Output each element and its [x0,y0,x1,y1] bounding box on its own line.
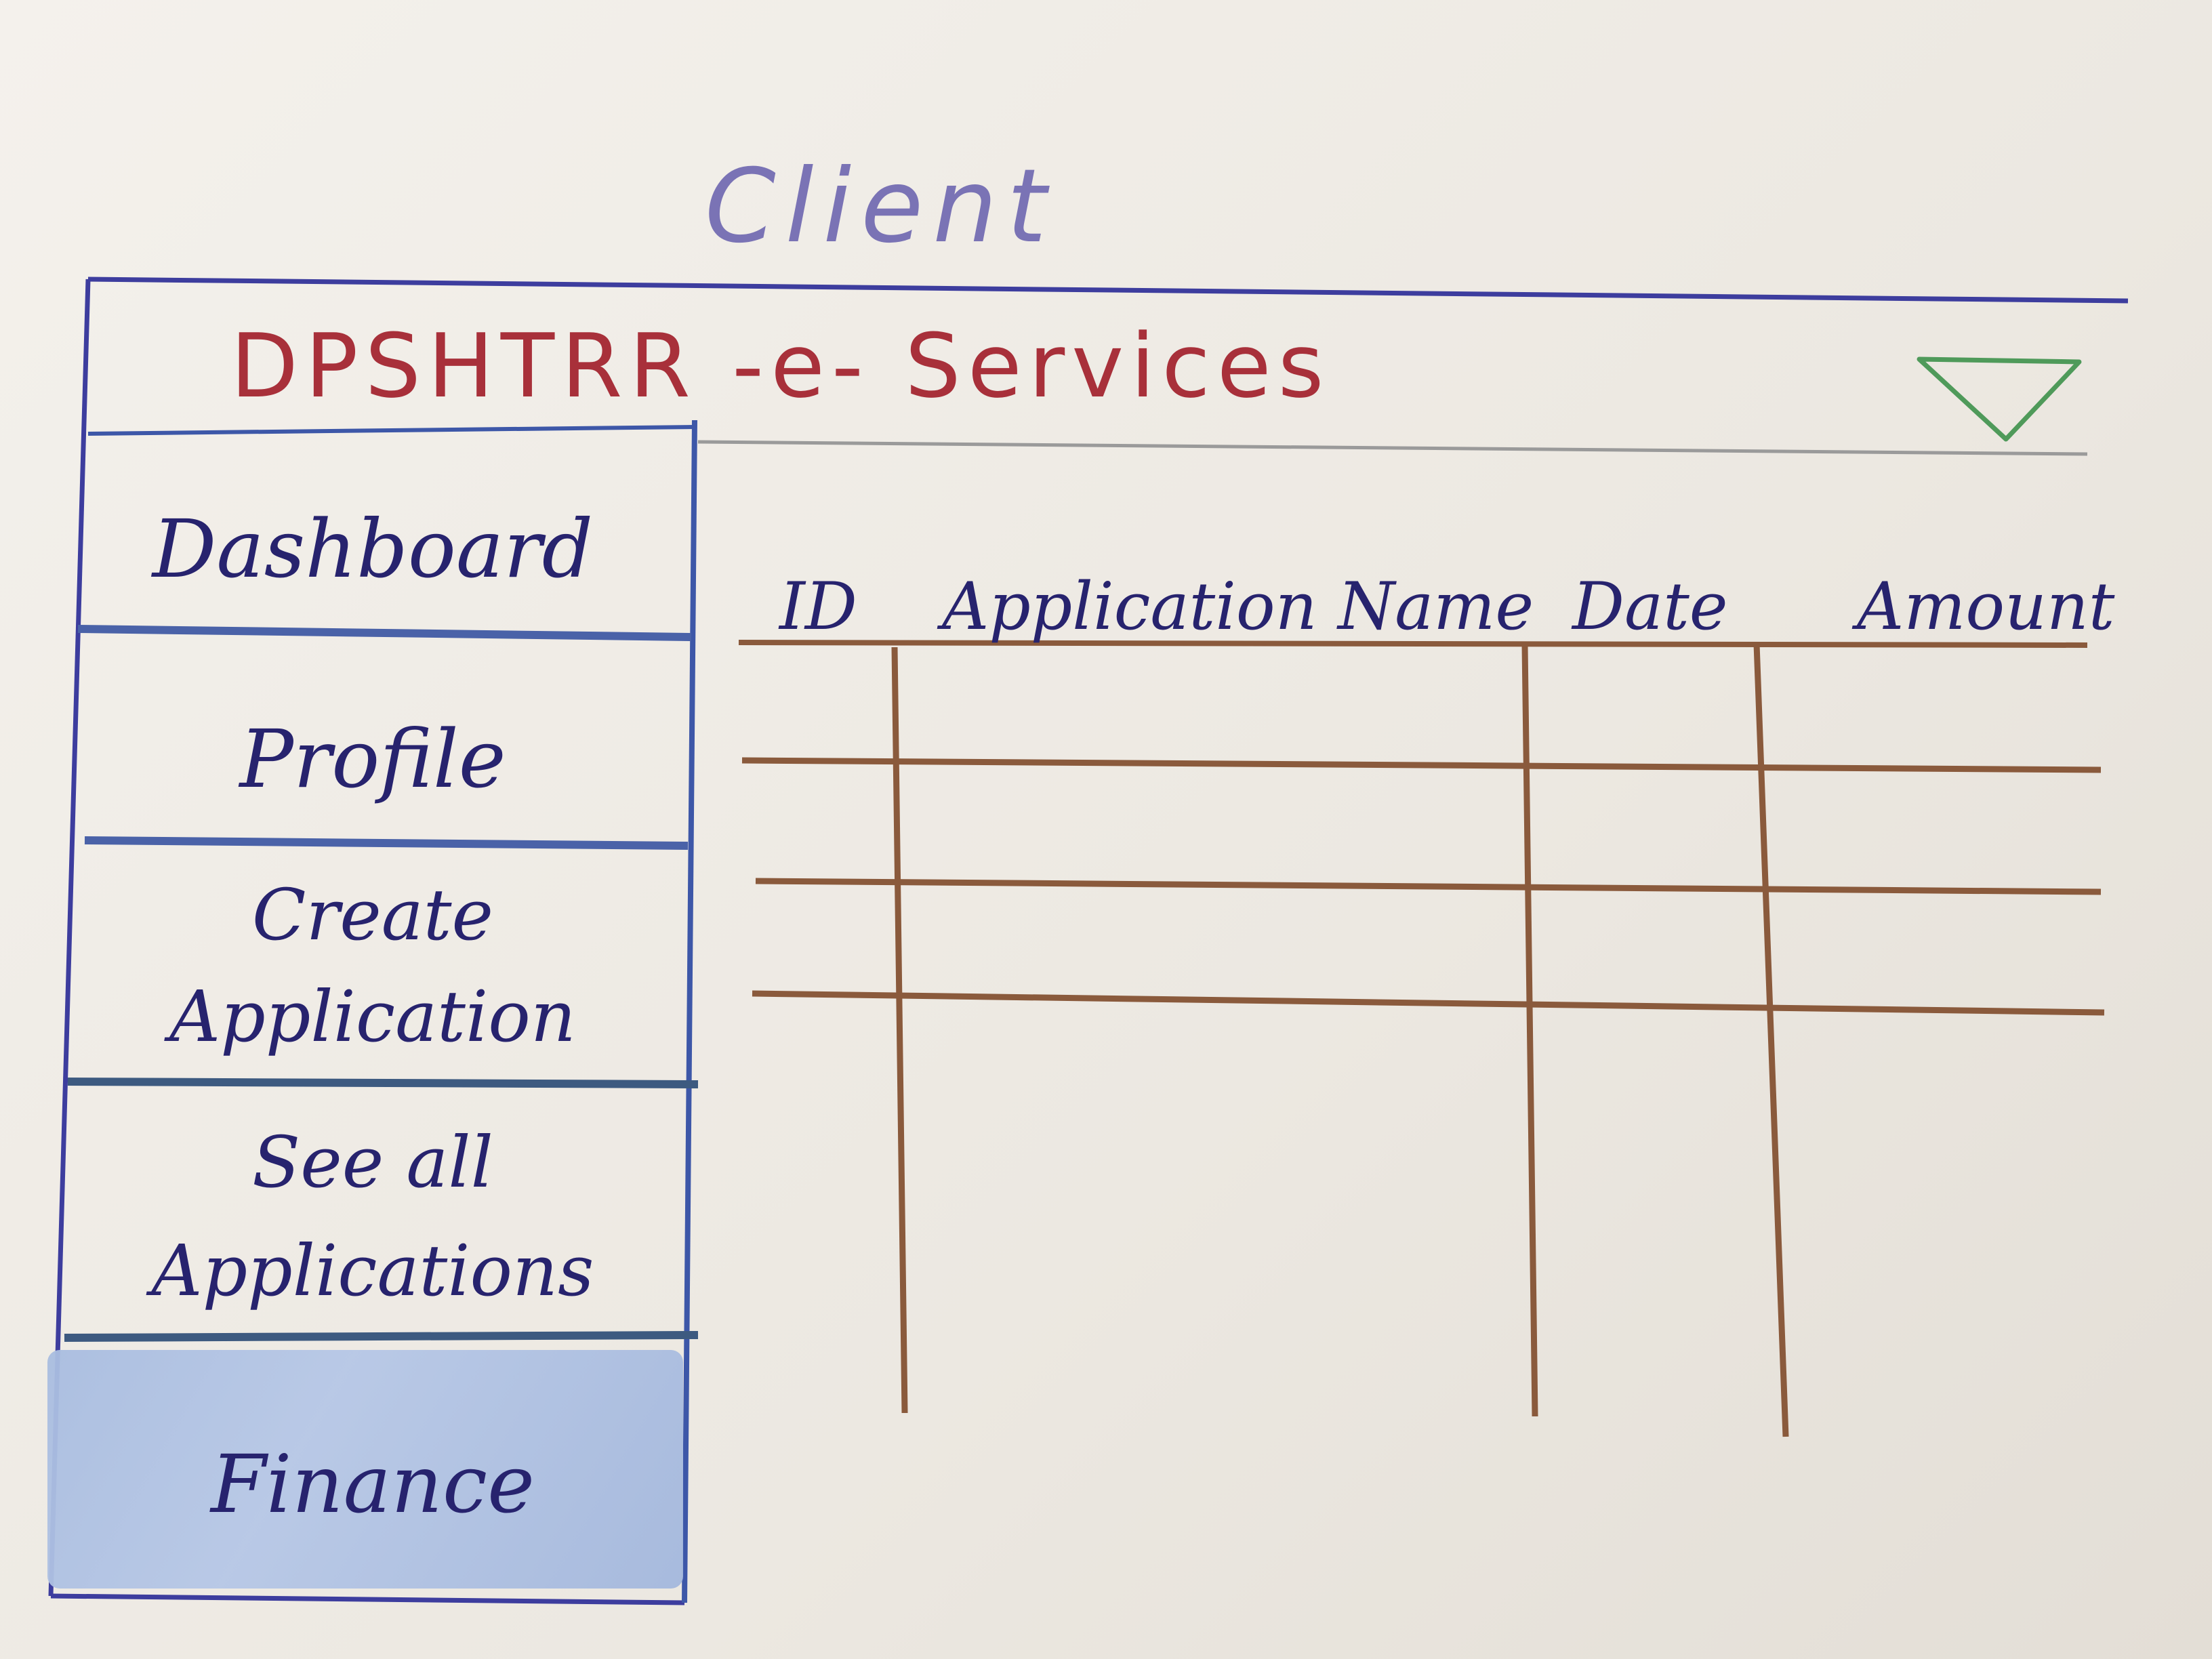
sidebar-item-create-application[interactable]: Create Application [54,857,691,1074]
table-col-line [1753,643,1789,1437]
app-title: DPSHTRR -e- Services [230,314,1331,417]
nav-separator [84,836,689,850]
column-header-date[interactable]: Date [1572,569,1728,644]
table-row-line [741,757,2102,773]
table-header-line [738,640,2088,648]
nav-separator [67,1078,699,1088]
page-title: Client [705,148,1057,266]
frame-bottom-border [50,1593,685,1605]
table-col-line [1521,644,1538,1417]
active-nav-highlight [47,1350,683,1589]
sidebar-item-label: See all Applications [151,1121,594,1312]
table-row-line [755,878,2102,895]
sidebar-item-profile[interactable]: Profile [54,678,691,840]
table-col-line [891,647,908,1414]
column-header-id[interactable]: ID [779,569,857,644]
user-menu-dropdown[interactable] [1911,352,2087,447]
triangle-down-icon [1917,356,2082,442]
sidebar-item-label: Profile [239,712,506,806]
sidebar-item-label: Dashboard [152,502,594,596]
sidebar-border [682,419,697,1603]
frame-top-border [87,276,2129,304]
table-row-line [752,990,2105,1016]
sidebar-item-see-all-applications[interactable]: See all Applications [54,1101,691,1332]
column-header-amount[interactable]: Amount [1857,569,2115,644]
sidebar-item-dashboard[interactable]: Dashboard [54,474,691,623]
nav-separator [77,625,692,641]
sidebar-item-finance[interactable]: Finance [54,1410,691,1559]
nav-separator [64,1331,699,1342]
sidebar-item-label: Create Application [169,874,576,1058]
sidebar-item-label: Finance [211,1437,535,1531]
column-header-application-name[interactable]: Application Name [942,569,1534,644]
header-divider [697,440,2088,456]
sidebar-top-border [87,425,695,436]
